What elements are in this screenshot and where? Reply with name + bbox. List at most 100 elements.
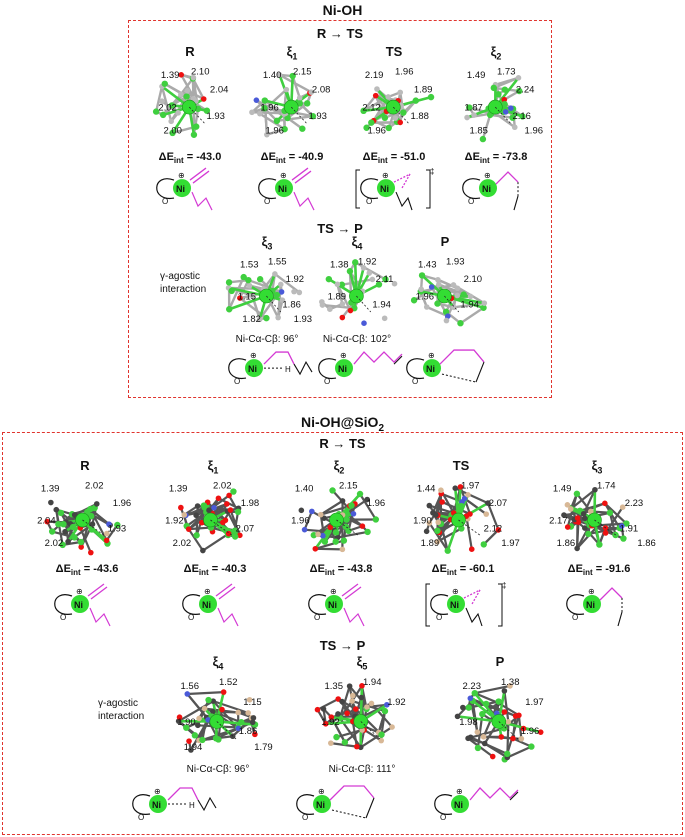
oxygen-symbol: O (436, 613, 442, 622)
structure-label: ξ3 (261, 234, 273, 252)
distance-label: 1.15 (238, 292, 257, 303)
reaction-scheme: ONi⊕ (406, 349, 485, 386)
distance-label: 1.52 (219, 677, 238, 688)
structure-label: R (80, 458, 90, 473)
angle-note: Ni-Cα-Cβ: 96° (186, 764, 250, 775)
distance-label: 1.92 (387, 697, 406, 708)
ni-symbol: Ni (586, 600, 595, 610)
hydrogen-symbol: H (189, 801, 195, 810)
distance-label: 1.73 (497, 67, 516, 78)
distance-label: 1.86 (282, 300, 301, 311)
distance-label: 1.97 (501, 538, 520, 549)
distance-label: 2.02 (45, 538, 64, 549)
reaction-scheme: ONi⊕ (566, 587, 623, 627)
distance-label: 1.38 (501, 677, 520, 688)
ni-symbol: Ni (380, 184, 389, 194)
distance-label: 2.00 (163, 126, 182, 137)
distance-label: 1.89 (414, 85, 433, 96)
bottom-agostic-label: γ-agostic interaction (98, 698, 145, 722)
ni-symbol: Ni (482, 184, 491, 194)
oxygen-symbol: O (138, 813, 144, 822)
distance-label: 2.02 (213, 480, 232, 491)
distance-label: 1.94 (460, 300, 479, 311)
charge-symbol: ⊕ (428, 351, 435, 360)
distance-label: 1.92 (165, 516, 184, 527)
structure-label: ξ5 (356, 654, 368, 672)
structure-label: ξ1 (286, 44, 298, 62)
distance-label: 1.35 (325, 681, 344, 692)
distance-label: 1.39 (169, 484, 188, 495)
bottom-section-r-ts: R → TS (319, 436, 366, 451)
distance-label: 1.98 (459, 717, 478, 728)
ni-symbol: Ni (278, 184, 287, 194)
charge-symbol: ⊕ (204, 587, 211, 596)
dagger-symbol: ‡ (502, 581, 506, 590)
distance-label: 1.94 (184, 742, 203, 753)
distance-label: 1.86 (239, 726, 257, 737)
reaction-scheme: ONi⊕ (54, 583, 111, 627)
structure-label: R (185, 44, 195, 59)
distance-label: 2.12 (362, 103, 381, 114)
distance-label: 2.23 (463, 681, 482, 692)
distance-label: 1.53 (240, 260, 259, 271)
top-panel-box (128, 20, 552, 398)
distance-label: 1.92 (321, 717, 340, 728)
ni-symbol: Ni (450, 600, 459, 610)
distance-label: 1.40 (295, 484, 314, 495)
distance-label: 2.02 (173, 538, 192, 549)
oxygen-symbol: O (572, 613, 578, 622)
charge-symbol: ⊕ (280, 171, 287, 180)
distance-label: 1.92 (358, 256, 377, 267)
reaction-scheme: ONi⊕H (228, 351, 313, 386)
reaction-scheme: ONi⊕‡ (355, 167, 434, 211)
charge-symbol: ⊕ (76, 587, 83, 596)
distance-label: 1.93 (294, 314, 313, 325)
structure-label: ξ4 (212, 654, 224, 672)
distance-label: 2.04 (37, 516, 56, 527)
structure-label: ξ2 (333, 458, 345, 476)
distance-label: 2.07 (236, 524, 255, 535)
charge-symbol: ⊕ (456, 787, 463, 796)
charge-symbol: ⊕ (484, 171, 491, 180)
ni-symbol: Ni (426, 364, 435, 374)
distance-label: 1.15 (243, 697, 262, 708)
ni-symbol: Ni (202, 600, 211, 610)
oxygen-symbol: O (314, 613, 320, 622)
structure-label: ξ1 (207, 458, 219, 476)
distance-label: 1.39 (41, 484, 60, 495)
distance-label: 2.08 (312, 85, 331, 96)
distance-label: 1.96 (367, 498, 386, 509)
ni-symbol: Ni (74, 600, 83, 610)
distance-label: 1.87 (464, 103, 483, 114)
distance-label: 1.96 (525, 126, 544, 137)
top-section-ts-p: TS → P (317, 221, 363, 236)
distance-label: 1.94 (363, 677, 382, 688)
ni-symbol: Ni (248, 364, 257, 374)
delta-e-int-label: ΔEint = -51.0 (362, 151, 426, 166)
oxygen-symbol: O (440, 813, 446, 822)
distance-label: 1.56 (181, 681, 200, 692)
distance-label: 1.96 (416, 292, 435, 303)
distance-label: 1.91 (620, 524, 639, 535)
distance-label: 1.89 (421, 538, 440, 549)
delta-e-int-label: ΔEint = -60.1 (431, 563, 495, 578)
distance-label: 1.38 (330, 260, 349, 271)
distance-label: 1.98 (241, 498, 260, 509)
structure-label: ξ3 (591, 458, 603, 476)
oxygen-symbol: O (162, 197, 168, 206)
distance-label: 2.23 (625, 498, 644, 509)
delta-e-int-label: ΔEint = -43.8 (309, 563, 373, 578)
reaction-scheme: ONi⊕ (308, 583, 365, 627)
distance-label: 2.10 (191, 67, 210, 78)
reaction-scheme: ONi⊕ (156, 167, 213, 211)
ni-symbol: Ni (176, 184, 185, 194)
charge-symbol: ⊕ (318, 787, 325, 796)
